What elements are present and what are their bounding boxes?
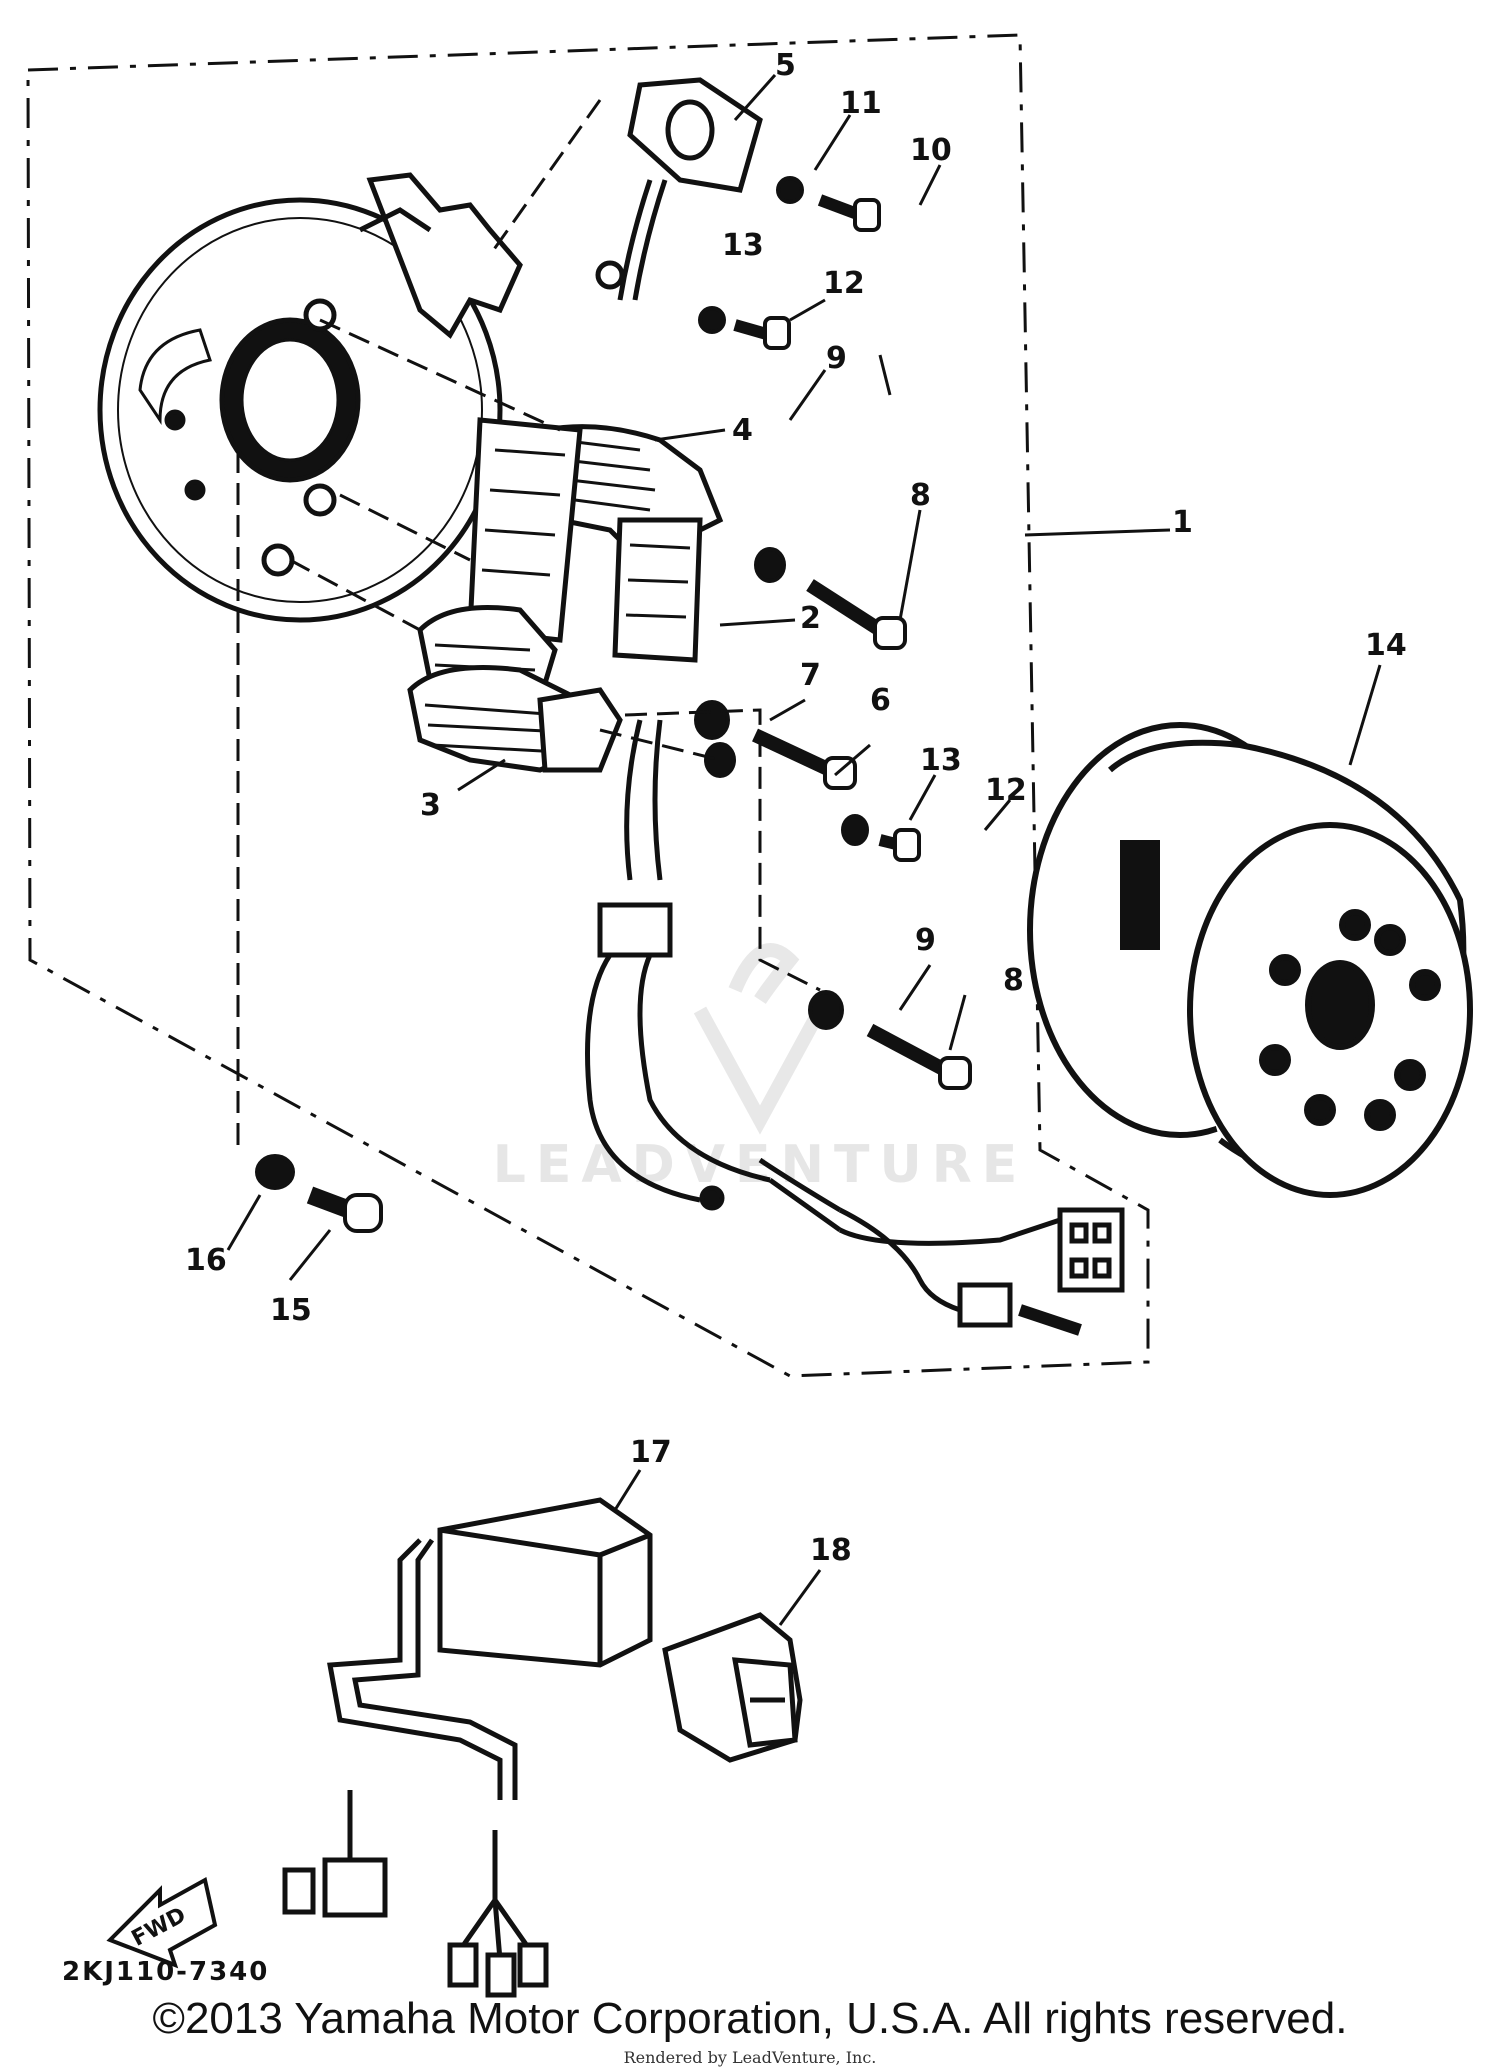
pickup-coil	[595, 77, 763, 301]
callout-17: 17	[630, 1435, 672, 1470]
callout-13-lower: 13	[920, 743, 962, 778]
callout-5: 5	[775, 48, 796, 83]
callout-16: 16	[185, 1243, 227, 1278]
cdi-unit	[282, 1497, 653, 1998]
callout-4: 4	[732, 413, 753, 448]
callout-6: 6	[870, 683, 891, 718]
watermark: LEADVENTURE	[493, 943, 1028, 1195]
callout-2: 2	[800, 601, 821, 636]
callout-10: 10	[910, 133, 952, 168]
fasteners	[255, 176, 972, 1233]
watermark-text: LEADVENTURE	[493, 1135, 1028, 1195]
callout-labels: 1 2 3 4 5 6 7 8 8 9 9 10 11 12 12 13 13 …	[185, 48, 1407, 1568]
flywheel-rotor	[1027, 722, 1473, 1198]
wiring-harness	[585, 719, 1125, 1336]
callout-8-lower: 8	[1003, 963, 1024, 998]
forward-direction-arrow: FWD	[106, 1876, 218, 1969]
callout-7: 7	[800, 658, 821, 693]
callout-12-lower: 12	[985, 773, 1027, 808]
callout-11: 11	[840, 86, 882, 121]
callout-9-lower: 9	[915, 923, 936, 958]
callout-12-upper: 12	[823, 266, 865, 301]
callout-13-upper: 13	[722, 228, 764, 263]
assembly-boundary	[26, 33, 1150, 1378]
callout-14: 14	[1365, 628, 1407, 663]
stator-base-plate	[97, 172, 523, 623]
stator-coils	[407, 417, 724, 773]
rubber-damper	[662, 1612, 803, 1763]
callout-18: 18	[810, 1533, 852, 1568]
callout-1: 1	[1172, 505, 1193, 540]
callout-8-upper: 8	[910, 478, 931, 513]
diagram-code: 2KJ110-7340	[62, 1957, 269, 1987]
callout-3: 3	[420, 788, 441, 823]
callout-15: 15	[270, 1293, 312, 1328]
callout-9-upper: 9	[826, 341, 847, 376]
copyright-notice: ©2013 Yamaha Motor Corporation, U.S.A. A…	[152, 1994, 1348, 2043]
watermark-logo-icon	[693, 943, 827, 1135]
rendered-by-credit: Rendered by LeadVenture, Inc.	[623, 2048, 877, 2067]
leader-lines	[226, 74, 1382, 1626]
